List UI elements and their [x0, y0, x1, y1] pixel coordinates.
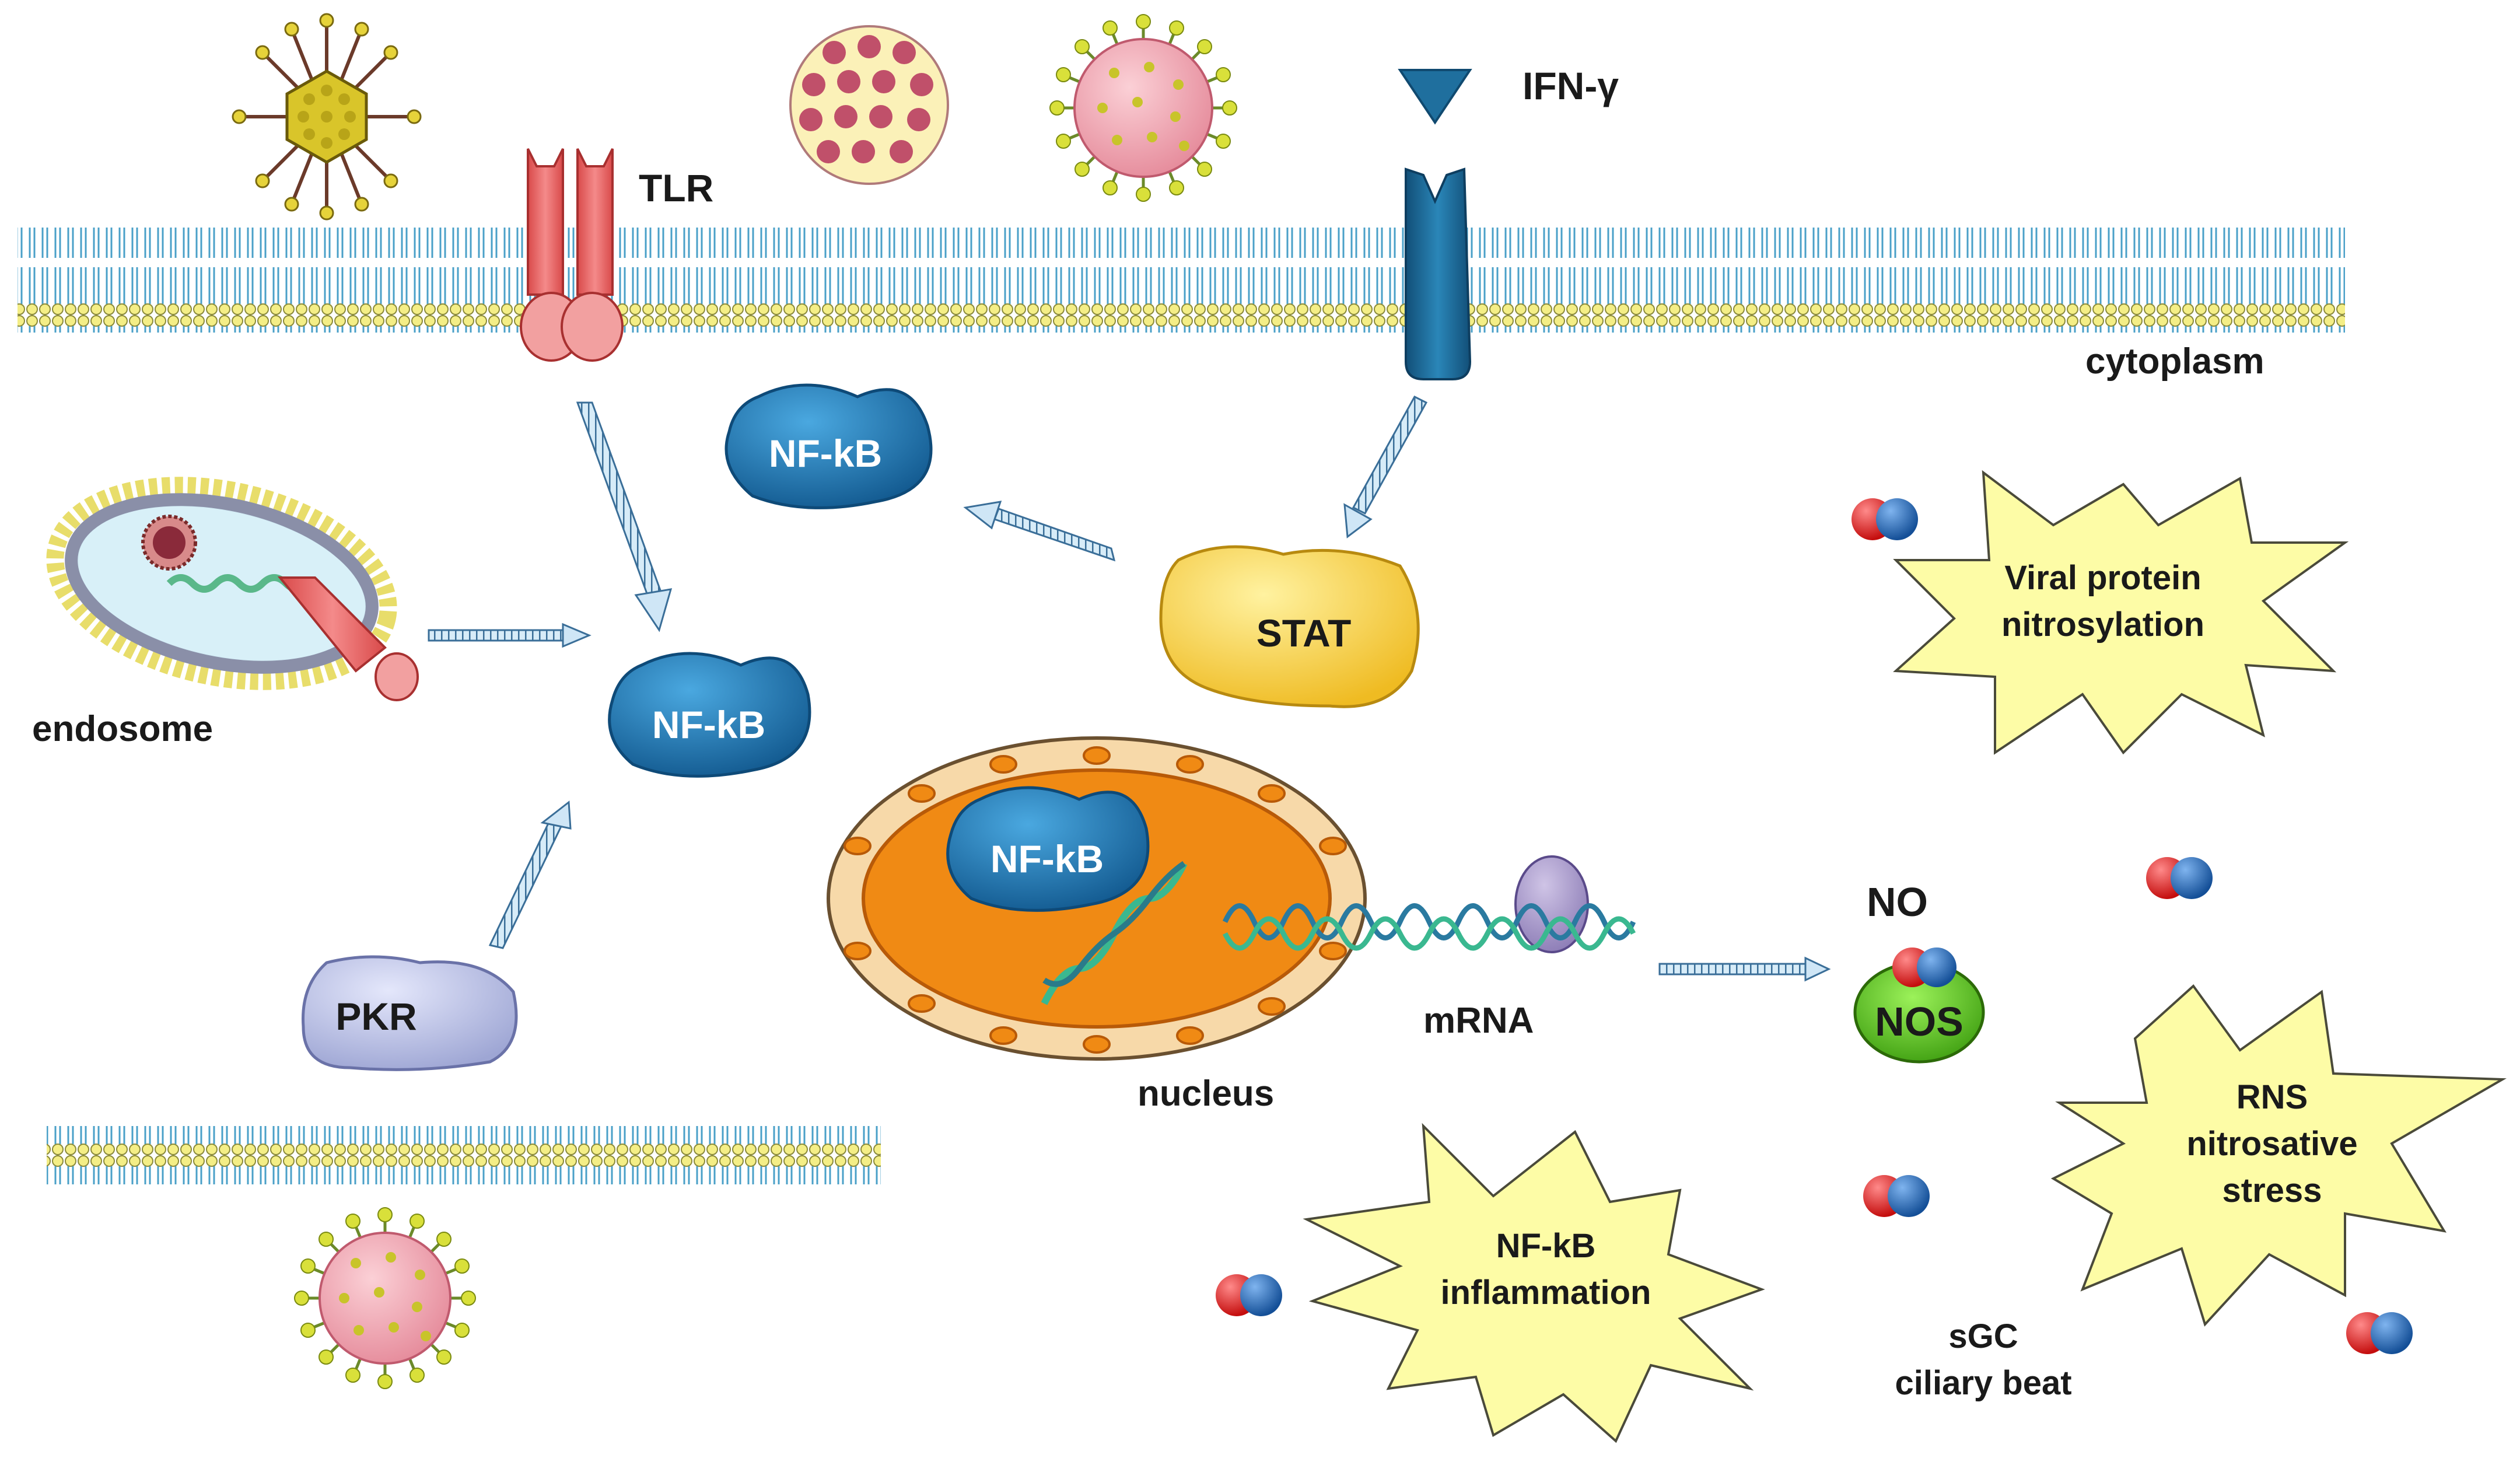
plasma-membrane — [18, 228, 2345, 333]
cytoplasm-label: cytoplasm — [2085, 341, 2264, 382]
adenovirus-icon — [232, 13, 422, 221]
no-molecule-icon — [2346, 1312, 2413, 1354]
ifn-receptor-icon — [1405, 167, 1472, 380]
rns-nitrosative-stress-burst: RNS nitrosative stress — [2050, 984, 2507, 1327]
nucleus-label: nucleus — [1138, 1074, 1274, 1114]
nfkb-protein-center: NF-kB — [608, 652, 811, 778]
burst-text: inflammation — [1441, 1274, 1651, 1312]
no-molecule-icon — [1892, 947, 1957, 987]
nfkb-label: NF-kB — [652, 703, 765, 746]
arrow-pkr-to-nfkb — [488, 800, 572, 949]
nos-label: NOS — [1875, 999, 1964, 1044]
no-label: NO — [1867, 879, 1928, 925]
burst-text: Viral protein — [2004, 559, 2201, 597]
tlr-receptor-icon — [520, 148, 624, 362]
stat-label: STAT — [1256, 611, 1352, 655]
nfkb-protein-nucleus: NF-kB — [946, 786, 1150, 912]
no-molecule-icon — [2146, 857, 2213, 899]
mrna-strand-icon — [1222, 903, 1636, 951]
burst-text: stress — [2222, 1172, 2322, 1209]
burst-text: nitrosylation — [2001, 606, 2204, 644]
dna-helix-icon — [1041, 861, 1188, 1005]
arrow-mrna-to-nos — [1658, 956, 1831, 982]
burst-text: NF-kB — [1496, 1227, 1596, 1265]
pkr-label: PKR — [335, 995, 416, 1038]
ifn-gamma-label: IFN-γ — [1522, 64, 1619, 107]
no-molecule-icon — [1852, 498, 1918, 540]
no-molecule-icon — [1863, 1175, 1930, 1217]
viral-protein-nitrosylation-burst: Viral protein nitrosylation — [1893, 470, 2349, 755]
mrna-label: mRNA — [1423, 1001, 1534, 1041]
coronavirus-icon — [1049, 14, 1237, 202]
ciliary-beat-label: ciliary beat — [1895, 1364, 2071, 1402]
coronavirus-icon — [789, 25, 949, 185]
nfkb-protein-top: NF-kB — [724, 383, 933, 509]
endosome — [46, 477, 397, 690]
nfkb-inflammation-burst: NF-kB inflammation — [1303, 1123, 1765, 1443]
endosome-virus-icon — [141, 515, 197, 571]
arrow-stat-to-nfkb — [963, 501, 1116, 562]
endosome-label: endosome — [32, 709, 213, 749]
stat-protein: STAT — [1159, 545, 1420, 708]
coronavirus-icon — [294, 1207, 476, 1389]
burst-text: RNS — [2236, 1078, 2308, 1116]
nos-enzyme: NOS — [1853, 961, 1985, 1064]
lower-membrane — [47, 1120, 881, 1184]
no-molecule-icon — [1216, 1274, 1282, 1316]
nfkb-label: NF-kB — [769, 432, 882, 475]
tlr-label: TLR — [639, 166, 713, 209]
arrow-ifn-to-stat — [1343, 396, 1428, 539]
pkr-protein: PKR — [302, 955, 518, 1071]
endosome-tlr-icon — [277, 576, 419, 701]
burst-text: nitrosative — [2186, 1125, 2357, 1163]
nfkb-label: NF-kB — [991, 837, 1104, 880]
arrow-tlr-to-nfkb — [576, 401, 673, 632]
ifn-gamma-icon — [1398, 69, 1472, 125]
arrow-endosome-to-nfkb — [428, 623, 592, 648]
sgc-label: sGC — [1948, 1317, 2018, 1355]
